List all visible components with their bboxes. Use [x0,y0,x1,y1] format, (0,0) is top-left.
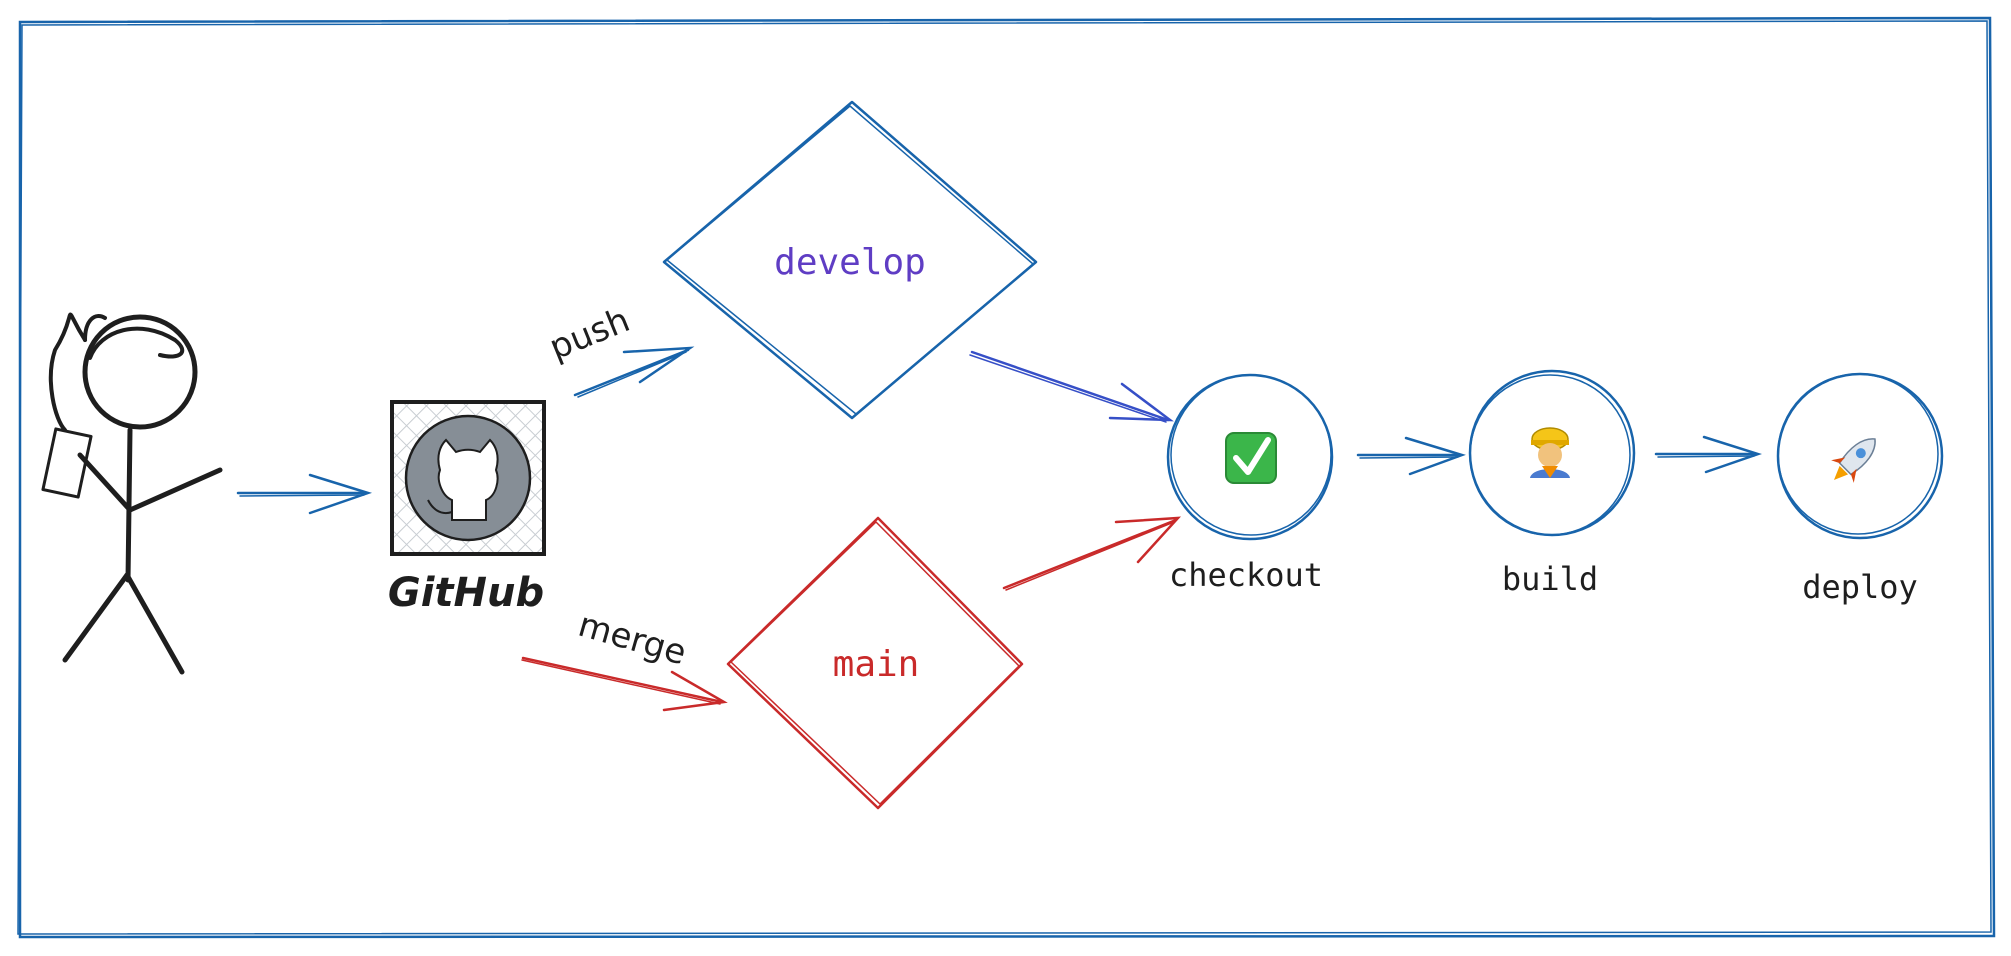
checkout-node [1166,373,1334,541]
arrow-person-to-github [236,473,373,515]
arrow-github-to-main [521,656,728,712]
github-logo [390,400,546,556]
arrow-github-to-develop [573,346,695,398]
develop-label: develop [774,242,926,283]
github-label: GitHub [388,570,544,616]
rocket-icon [1831,438,1876,483]
main-diamond [726,516,1024,810]
checkout-label: checkout [1169,556,1323,594]
build-label: build [1502,560,1598,598]
checkmark-icon [1225,432,1277,484]
main-label: main [833,644,920,685]
develop-diamond [662,100,1038,420]
deploy-label: deploy [1802,568,1918,606]
arrow-build-to-deploy [1654,435,1762,474]
merge-label: merge [574,605,691,674]
arrow-main-to-checkout [1002,516,1182,591]
deploy-node [1776,372,1944,540]
developer-stick-figure [41,312,223,675]
outer-frame [17,16,1996,939]
octocat-icon [427,438,499,521]
build-node [1468,369,1636,537]
construction-worker-icon [1530,427,1570,478]
arrow-develop-to-checkout [969,350,1174,423]
push-label: push [544,300,635,368]
arrow-checkout-to-build [1356,436,1466,476]
